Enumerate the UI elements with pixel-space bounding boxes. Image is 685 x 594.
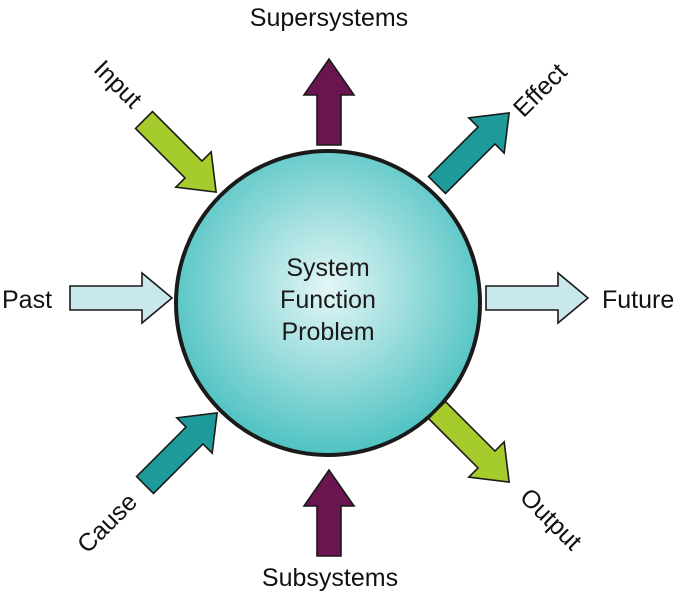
- input-arrow: [134, 110, 218, 194]
- label-past: Past: [2, 286, 52, 314]
- supersystems-arrow: [302, 57, 356, 146]
- effect-arrow: [427, 111, 511, 195]
- past-arrow: [69, 271, 174, 325]
- label-supersystems: Supersystems: [250, 4, 408, 32]
- label-output: Output: [514, 483, 587, 556]
- label-effect: Effect: [508, 58, 573, 123]
- center-circle: [174, 149, 482, 457]
- label-future: Future: [602, 286, 674, 314]
- center-label-problem: Problem: [281, 318, 374, 346]
- future-arrow: [485, 271, 590, 325]
- label-subsystems: Subsystems: [262, 564, 398, 592]
- label-cause: Cause: [72, 488, 143, 559]
- label-input: Input: [88, 55, 147, 114]
- center-label-function: Function: [280, 286, 376, 314]
- center-label-system: System: [286, 254, 369, 282]
- cause-arrow: [135, 411, 219, 495]
- output-arrow: [427, 400, 511, 484]
- subsystems-arrow: [302, 468, 356, 557]
